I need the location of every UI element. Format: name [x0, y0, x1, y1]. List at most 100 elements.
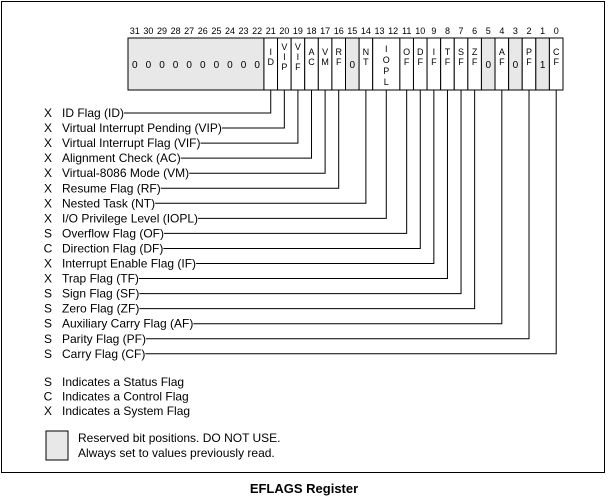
reserved-note-line: Always set to values previously read. — [78, 446, 275, 460]
flag-label-of: O — [403, 47, 410, 57]
legend-text: Indicates a Control Flag — [62, 390, 189, 404]
fixed-bit-value: 1 — [540, 60, 546, 71]
flag-description: ID Flag (ID) — [62, 106, 124, 120]
flag-type-s: S — [44, 302, 52, 316]
flag-type-x: X — [44, 121, 52, 135]
flag-label-sf: S — [458, 47, 464, 57]
flag-label-pf: F — [526, 57, 532, 67]
leader-line — [189, 90, 326, 174]
bit-number-28: 28 — [171, 26, 181, 36]
flag-label-of: F — [404, 57, 410, 67]
flag-label-id: D — [267, 57, 274, 67]
bit-number-20: 20 — [279, 26, 289, 36]
fixed-bit-value: 0 — [350, 60, 356, 71]
bit-number-9: 9 — [431, 26, 436, 36]
leader-line — [221, 90, 285, 129]
reserved-bit-value: 0 — [159, 60, 165, 71]
bit-number-2: 2 — [527, 26, 532, 36]
flag-description: Virtual-8086 Mode (VM) — [62, 166, 189, 180]
flag-type-c: C — [44, 241, 53, 255]
bit-number-25: 25 — [211, 26, 221, 36]
legend-type-x: X — [44, 404, 52, 418]
leader-line — [138, 90, 448, 280]
reserved-note-line: Reserved bit positions. DO NOT USE. — [78, 431, 281, 445]
flag-description: Virtual Interrupt Flag (VIF) — [62, 136, 201, 150]
flag-label-nt: T — [363, 57, 369, 67]
flag-label-vip: P — [281, 62, 287, 72]
flag-description: Direction Flag (DF) — [62, 241, 163, 255]
flag-type-x: X — [44, 151, 52, 165]
bit-number-1: 1 — [540, 26, 545, 36]
flag-label-iopl: P — [383, 66, 389, 76]
reserved-bit-value: 0 — [241, 60, 247, 71]
bit-number-14: 14 — [361, 26, 371, 36]
diagram-caption: EFLAGS Register — [249, 481, 359, 496]
flag-type-x: X — [44, 106, 52, 120]
leader-line — [163, 90, 421, 249]
flag-label-sf: F — [458, 57, 464, 67]
flag-description: Alignment Check (AC) — [62, 151, 181, 165]
reserved-bit-value: 0 — [254, 60, 260, 71]
flag-label-rf: F — [336, 57, 342, 67]
flag-type-s: S — [44, 317, 52, 331]
flag-label-zf: Z — [472, 47, 478, 57]
flag-type-s: S — [44, 332, 52, 346]
bit-number-5: 5 — [486, 26, 491, 36]
flag-label-vif: I — [297, 52, 300, 62]
reserved-bit-value: 0 — [132, 60, 138, 71]
bit-number-4: 4 — [499, 26, 504, 36]
flag-type-x: X — [44, 196, 52, 210]
flag-description: Parity Flag (PF) — [62, 332, 146, 346]
reserved-bit-value: 0 — [214, 60, 220, 71]
fixed-bit-value: 0 — [485, 60, 491, 71]
flag-label-if: I — [433, 47, 436, 57]
flag-type-x: X — [44, 181, 52, 195]
flag-label-pf: P — [526, 47, 532, 57]
flag-label-af: A — [499, 47, 505, 57]
flag-label-vif: V — [295, 42, 301, 52]
legend-type-s: S — [44, 375, 52, 389]
reserved-bit-value: 0 — [200, 60, 206, 71]
bit-number-6: 6 — [472, 26, 477, 36]
flag-description: Sign Flag (SF) — [62, 287, 139, 301]
flag-label-zf: F — [472, 57, 478, 67]
legend-type-c: C — [44, 390, 53, 404]
bit-number-24: 24 — [225, 26, 235, 36]
flag-label-vip: V — [281, 42, 287, 52]
leader-line — [139, 90, 462, 295]
flag-label-df: D — [417, 47, 424, 57]
bit-number-3: 3 — [513, 26, 518, 36]
bit-number-26: 26 — [198, 26, 208, 36]
leader-line — [124, 90, 272, 114]
flag-label-vm: V — [322, 47, 328, 57]
flag-label-vm: M — [321, 57, 329, 67]
flag-label-tf: F — [445, 57, 451, 67]
bit-number-23: 23 — [239, 26, 249, 36]
bit-number-17: 17 — [320, 26, 330, 36]
reserved-bit-value: 0 — [173, 60, 179, 71]
bit-number-30: 30 — [143, 26, 153, 36]
flag-label-id: I — [269, 47, 272, 57]
bit-number-29: 29 — [157, 26, 167, 36]
flag-label-vif: F — [295, 62, 301, 72]
flag-label-iopl: I — [385, 44, 388, 54]
flag-label-af: F — [499, 57, 505, 67]
flag-description: Zero Flag (ZF) — [62, 302, 139, 316]
flag-type-x: X — [44, 257, 52, 271]
flag-type-x: X — [44, 211, 52, 225]
leader-line — [160, 90, 340, 189]
bit-number-18: 18 — [307, 26, 317, 36]
flag-description: Carry Flag (CF) — [62, 347, 145, 361]
flag-type-s: S — [44, 347, 52, 361]
bit-number-10: 10 — [415, 26, 425, 36]
legend-text: Indicates a System Flag — [62, 404, 190, 418]
flag-label-cf: C — [553, 47, 560, 57]
flag-label-tf: T — [445, 47, 451, 57]
leader-line — [193, 90, 503, 325]
leader-line — [146, 90, 530, 340]
flag-description: Trap Flag (TF) — [62, 272, 139, 286]
flag-label-iopl: L — [384, 77, 389, 87]
reserved-bits-box — [127, 37, 265, 91]
bit-number-8: 8 — [445, 26, 450, 36]
bit-number-0: 0 — [554, 26, 559, 36]
